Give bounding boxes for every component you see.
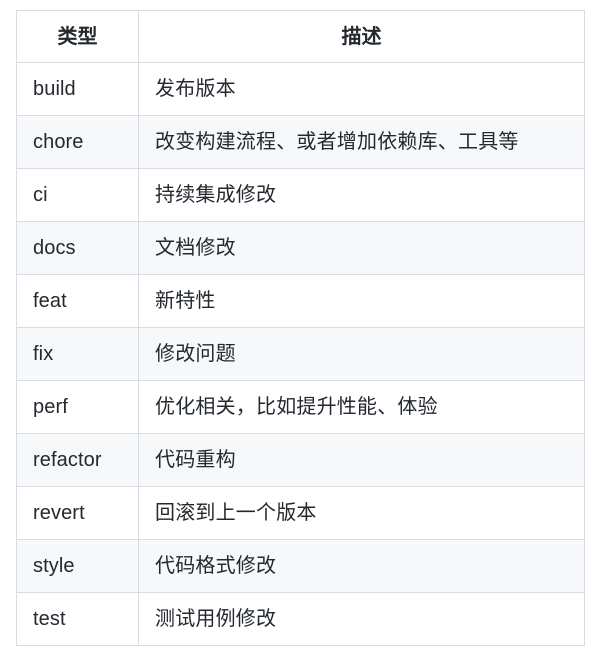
cell-description: 改变构建流程、或者增加依赖库、工具等: [138, 115, 585, 169]
cell-type: feat: [16, 274, 139, 328]
cell-description: 新特性: [138, 274, 585, 328]
table-header-row: 类型 描述: [16, 10, 585, 63]
cell-type: test: [16, 592, 139, 646]
cell-type: build: [16, 62, 139, 116]
cell-description: 发布版本: [138, 62, 585, 116]
cell-type: revert: [16, 486, 139, 540]
cell-description: 修改问题: [138, 327, 585, 381]
cell-description: 优化相关，比如提升性能、体验: [138, 380, 585, 434]
column-header-type: 类型: [16, 10, 139, 63]
cell-description: 持续集成修改: [138, 168, 585, 222]
cell-type: style: [16, 539, 139, 593]
cell-description: 测试用例修改: [138, 592, 585, 646]
cell-type: chore: [16, 115, 139, 169]
cell-type: docs: [16, 221, 139, 275]
cell-type: perf: [16, 380, 139, 434]
cell-description: 回滚到上一个版本: [138, 486, 585, 540]
cell-description: 代码重构: [138, 433, 585, 487]
cell-description: 代码格式修改: [138, 539, 585, 593]
cell-type: fix: [16, 327, 139, 381]
cell-type: ci: [16, 168, 139, 222]
cell-type: refactor: [16, 433, 139, 487]
column-header-description: 描述: [138, 10, 585, 63]
table-header: 类型 描述: [16, 10, 585, 63]
cell-description: 文档修改: [138, 221, 585, 275]
